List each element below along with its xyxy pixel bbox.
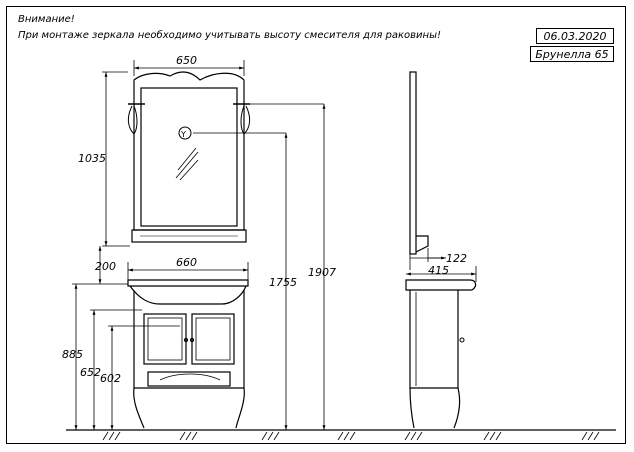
dim-height-1755: 1755 <box>269 276 297 289</box>
mirror-dimensions <box>102 60 324 247</box>
dim-height-1907: 1907 <box>308 266 336 279</box>
date-stamp: 06.03.2020 <box>536 28 614 44</box>
dim-height-885: 885 <box>62 348 83 361</box>
dim-gap: 200 <box>95 260 116 273</box>
dim-mirror-width: 650 <box>176 54 197 67</box>
warning-title: Внимание! <box>18 14 75 25</box>
dim-cabinet-depth: 415 <box>428 264 449 277</box>
side-dimensions <box>406 248 477 282</box>
warning-text: При монтаже зеркала необходимо учитывать… <box>18 30 442 41</box>
mirror-front: Y <box>127 71 251 243</box>
drawing-frame <box>6 6 626 444</box>
dim-height-652: 652 <box>80 366 101 379</box>
svg-text:Y: Y <box>180 130 186 139</box>
dim-height-602: 602 <box>100 372 121 385</box>
dim-mirror-depth: 122 <box>446 252 467 265</box>
model-stamp: Брунелла 65 <box>530 46 614 62</box>
floor <box>66 429 616 441</box>
vanity-dimensions <box>72 104 326 430</box>
dim-sink-width: 660 <box>176 256 197 269</box>
side-view <box>405 71 477 429</box>
vanity-front <box>127 279 249 429</box>
dim-mirror-height: 1035 <box>78 152 106 165</box>
